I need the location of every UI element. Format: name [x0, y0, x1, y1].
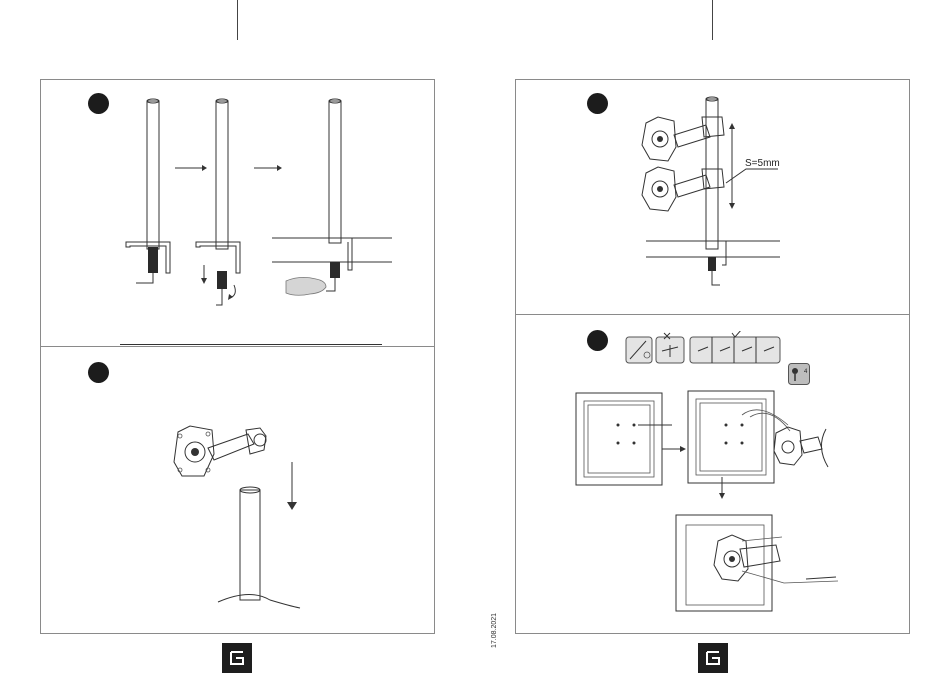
- spacing-label: S=5mm: [745, 158, 780, 169]
- tool-icons-strip: [624, 331, 784, 365]
- vesa-attach-illustration: [570, 385, 860, 620]
- brand-logo-right: [698, 643, 728, 673]
- step-3-bullet: [587, 93, 608, 114]
- brand-logo-icon: [698, 643, 728, 673]
- step-4-bullet: [587, 330, 608, 351]
- brand-logo-icon: [222, 643, 252, 673]
- trim-mark-right: [712, 0, 713, 40]
- step-2-bullet: [88, 362, 109, 383]
- left-page-divider: [40, 346, 435, 347]
- date-stamp: 17.08.2021: [491, 613, 498, 648]
- right-page-divider: [515, 314, 910, 315]
- brand-logo-left: [222, 643, 252, 673]
- mount-arm-on-pole-illustration: [150, 410, 350, 620]
- trim-mark-left: [237, 0, 238, 40]
- screw-count-label: 4: [804, 369, 807, 375]
- left-page-divider-shade: [120, 344, 382, 345]
- clamp-assembly-illustration: [100, 95, 400, 325]
- spacing-adjust-illustration: [630, 95, 810, 295]
